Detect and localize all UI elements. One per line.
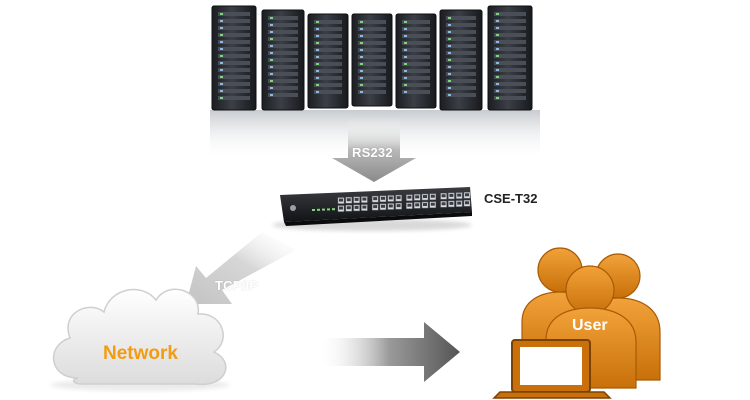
server-rack: [487, 5, 533, 111]
server-rack: [439, 9, 483, 111]
network-switch-icon: [272, 187, 472, 231]
rs232-arrow: [332, 118, 416, 182]
server-rack: [351, 13, 393, 107]
user-label: User: [572, 317, 608, 334]
server-rack: [307, 13, 349, 109]
network-to-user-arrow: [318, 322, 460, 382]
server-rack: [211, 5, 257, 111]
rs232-label: RS232: [352, 145, 393, 160]
tcpip-label: TCP/IP: [215, 278, 259, 293]
server-rack: [395, 13, 437, 109]
device-model-label: CSE-T32: [484, 191, 538, 206]
network-label: Network: [103, 343, 178, 364]
laptop-icon: [492, 339, 612, 399]
cloud-icon: [50, 288, 230, 391]
tcpip-arrow: [186, 232, 296, 304]
server-rack: [261, 9, 305, 111]
